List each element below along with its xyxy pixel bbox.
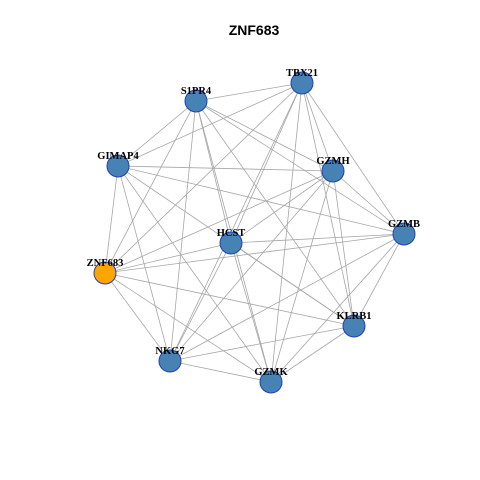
edge-znf683-gzmk	[104, 272, 272, 383]
edge-tbx21-gimap4	[117, 82, 303, 167]
edge-tbx21-gzmh	[301, 82, 334, 172]
edge-hcst-klrb1	[230, 242, 355, 327]
edge-tbx21-hcst	[230, 82, 303, 244]
node-nkg7[interactable]	[158, 349, 182, 373]
edge-gzmh-hcst	[230, 170, 334, 244]
edge-nkg7-gzmk	[169, 360, 272, 383]
edge-gzmb-gzmk	[270, 233, 405, 383]
edge-znf683-klrb1	[104, 272, 355, 327]
edge-gimap4-znf683	[104, 165, 119, 274]
node-label-hcst: HCST	[217, 228, 246, 239]
edge-klrb1-nkg7	[169, 325, 355, 362]
node-s1pr4[interactable]	[184, 89, 208, 113]
node-znf683[interactable]	[93, 261, 117, 285]
edge-gimap4-gzmk	[117, 165, 272, 383]
edge-s1pr4-znf683	[104, 100, 197, 274]
edge-gzmh-klrb1	[332, 170, 355, 327]
edge-klrb1-gzmk	[270, 325, 355, 383]
node-layer	[93, 71, 416, 394]
edge-s1pr4-tbx21	[195, 82, 303, 102]
node-tbx21[interactable]	[290, 71, 314, 95]
edge-tbx21-klrb1	[301, 82, 355, 327]
edge-gzmh-nkg7	[169, 170, 334, 362]
node-gzmb[interactable]	[392, 222, 416, 246]
edge-znf683-nkg7	[104, 272, 171, 362]
edge-gzmb-hcst	[230, 233, 405, 244]
node-hcst[interactable]	[219, 231, 243, 255]
node-gzmh[interactable]	[321, 159, 345, 183]
edge-gimap4-gzmb	[117, 165, 405, 235]
edge-hcst-znf683	[104, 242, 232, 274]
edge-tbx21-nkg7	[169, 82, 303, 362]
node-label-nkg7: NKG7	[155, 346, 184, 357]
edge-s1pr4-gzmh	[195, 100, 334, 172]
edge-s1pr4-gzmb	[195, 100, 405, 235]
edge-s1pr4-nkg7	[169, 100, 197, 362]
edge-gimap4-gzmh	[117, 165, 334, 172]
edge-s1pr4-klrb1	[195, 100, 355, 327]
edge-gzmh-gzmk	[270, 170, 334, 383]
node-label-znf683: ZNF683	[87, 258, 124, 269]
graph-title: ZNF683	[229, 22, 280, 38]
node-gimap4[interactable]	[106, 154, 130, 178]
node-label-gzmk: GZMK	[254, 367, 288, 378]
edge-gzmb-klrb1	[353, 233, 405, 327]
node-klrb1[interactable]	[342, 314, 366, 338]
edge-gzmh-znf683	[104, 170, 334, 274]
edge-gzmb-znf683	[104, 233, 405, 274]
edge-tbx21-gzmk	[270, 82, 303, 383]
node-label-klrb1: KLRB1	[336, 311, 371, 322]
node-gzmk[interactable]	[259, 370, 283, 394]
node-label-s1pr4: S1PR4	[181, 86, 212, 97]
node-label-gzmh: GZMH	[316, 156, 349, 167]
node-label-gzmb: GZMB	[388, 219, 420, 230]
node-label-gimap4: GIMAP4	[97, 151, 139, 162]
edge-layer	[104, 82, 405, 383]
edge-gzmh-gzmb	[332, 170, 405, 235]
edge-hcst-nkg7	[169, 242, 232, 362]
edge-tbx21-gzmb	[301, 82, 405, 235]
node-label-tbx21: TBX21	[286, 68, 318, 79]
edge-hcst-gzmk	[230, 242, 272, 383]
edge-gzmb-nkg7	[169, 233, 405, 362]
edge-s1pr4-gimap4	[117, 100, 197, 167]
